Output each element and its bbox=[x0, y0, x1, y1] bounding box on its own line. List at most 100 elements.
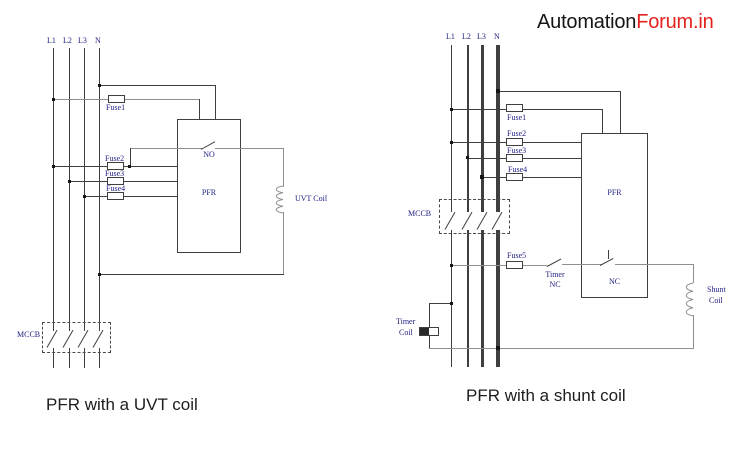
junction-dot bbox=[496, 89, 500, 93]
fuse2-symbol bbox=[107, 162, 124, 170]
rail-label-l3: L3 bbox=[78, 36, 87, 45]
junction-dot bbox=[52, 165, 55, 168]
wire bbox=[615, 264, 693, 265]
fuse2-symbol bbox=[506, 138, 523, 146]
rail-n-below-mccb bbox=[99, 348, 100, 368]
junction-dot bbox=[98, 273, 101, 276]
fuse5-label: Fuse5 bbox=[507, 251, 527, 260]
mccb-box bbox=[42, 322, 111, 353]
right-diagram-caption: PFR with a shunt coil bbox=[466, 386, 626, 405]
rail-label-l1: L1 bbox=[446, 32, 455, 41]
rail-label-l2: L2 bbox=[462, 32, 471, 41]
mccb-label: MCCB bbox=[17, 330, 41, 339]
wire bbox=[468, 158, 582, 159]
left-diagram-caption: PFR with a UVT coil bbox=[46, 395, 198, 414]
shunt-coil-icon bbox=[685, 282, 694, 317]
logo-text-black: Automation bbox=[537, 11, 637, 33]
wire bbox=[620, 91, 621, 133]
rail-l3 bbox=[481, 45, 484, 212]
timer-coil-label-line1: Timer bbox=[396, 317, 416, 326]
junction-dot bbox=[450, 264, 453, 267]
fuse3-label: Fuse3 bbox=[507, 146, 527, 155]
rail-n bbox=[99, 48, 100, 331]
wire bbox=[499, 91, 621, 92]
mccb-label: MCCB bbox=[408, 209, 432, 218]
no-contact-label: NO bbox=[203, 150, 215, 159]
rail-label-n: N bbox=[95, 36, 101, 45]
fuse1-label: Fuse1 bbox=[106, 103, 126, 112]
rail-n bbox=[496, 45, 500, 212]
junction-dot bbox=[480, 175, 484, 179]
fuse2-label: Fuse2 bbox=[507, 129, 527, 138]
pfr-relay-box bbox=[581, 133, 648, 298]
rail-label-l1: L1 bbox=[47, 36, 56, 45]
fuse4-label: Fuse4 bbox=[508, 165, 528, 174]
wire bbox=[130, 148, 202, 149]
rail-l1 bbox=[53, 48, 54, 331]
rail-l2 bbox=[467, 45, 469, 212]
wire bbox=[215, 148, 283, 149]
wire bbox=[53, 99, 200, 100]
fuse1-symbol bbox=[108, 95, 125, 103]
wire bbox=[562, 264, 602, 265]
junction-dot bbox=[83, 195, 86, 198]
rail-n-below-mccb bbox=[496, 230, 500, 367]
wire bbox=[199, 99, 200, 119]
rail-l3-below-mccb bbox=[84, 348, 85, 368]
wire bbox=[452, 109, 603, 110]
rail-l3-below-mccb bbox=[481, 230, 484, 367]
fuse4-symbol bbox=[107, 192, 124, 200]
wire bbox=[215, 85, 216, 119]
fuse2-label: Fuse2 bbox=[105, 154, 125, 163]
pfr-relay-box bbox=[177, 119, 241, 253]
rail-label-n: N bbox=[494, 32, 500, 41]
fuse3-symbol bbox=[506, 154, 523, 162]
wire bbox=[99, 274, 284, 275]
rail-l2-below-mccb bbox=[69, 348, 70, 368]
wire bbox=[602, 109, 603, 133]
wire bbox=[452, 265, 547, 266]
timer-contact-label-line2: NC bbox=[549, 280, 561, 289]
fuse5-symbol bbox=[506, 261, 523, 269]
junction-dot bbox=[98, 84, 101, 87]
rail-label-l2: L2 bbox=[63, 36, 72, 45]
shunt-coil-label-line1: Shunt bbox=[707, 285, 726, 294]
fuse3-label: Fuse3 bbox=[105, 169, 125, 178]
timer-contact-label-line1: Timer bbox=[545, 270, 565, 279]
wire bbox=[693, 315, 694, 348]
timer-coil-icon bbox=[419, 327, 439, 336]
timer-coil-fill bbox=[420, 328, 429, 335]
rail-label-l3: L3 bbox=[477, 32, 486, 41]
fuse1-label: Fuse1 bbox=[507, 113, 527, 122]
rail-l1-below-mccb bbox=[53, 348, 54, 368]
fuse1-symbol bbox=[506, 104, 523, 112]
junction-dot bbox=[68, 180, 71, 183]
rail-l2 bbox=[69, 48, 70, 331]
fuse3-symbol bbox=[107, 177, 124, 185]
junction-dot bbox=[496, 346, 500, 350]
wire bbox=[429, 348, 694, 349]
pfr-relay-label: PFR bbox=[201, 188, 217, 197]
junction-dot bbox=[466, 156, 469, 159]
shunt-coil-label-line2: Coil bbox=[709, 296, 723, 305]
rail-l2-below-mccb bbox=[467, 230, 469, 367]
wire bbox=[429, 303, 430, 348]
uvt-coil-icon bbox=[275, 185, 284, 214]
wire bbox=[130, 148, 131, 166]
junction-dot bbox=[450, 302, 453, 305]
fuse4-symbol bbox=[506, 173, 523, 181]
junction-dot bbox=[450, 108, 453, 111]
timer-contact-icon bbox=[546, 258, 562, 267]
rail-l1-below-mccb bbox=[451, 230, 452, 367]
wire bbox=[283, 212, 284, 275]
automationforum-logo: AutomationForum.in bbox=[537, 11, 714, 34]
wire bbox=[482, 177, 582, 178]
rail-l3 bbox=[84, 48, 85, 331]
fuse4-label: Fuse4 bbox=[106, 184, 126, 193]
wire bbox=[99, 85, 216, 86]
logo-text-red: Forum.in bbox=[636, 11, 714, 33]
junction-dot bbox=[450, 141, 453, 144]
rail-l1 bbox=[451, 45, 452, 212]
timer-coil-label-line2: Coil bbox=[399, 328, 413, 337]
